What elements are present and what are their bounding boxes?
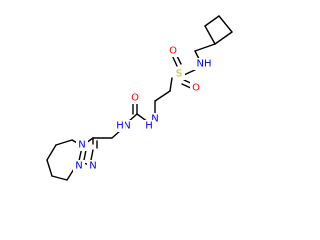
bond xyxy=(194,50,200,60)
nitrogen-bottom-right-label: N xyxy=(89,161,96,172)
bond xyxy=(46,159,53,177)
hydrogen-left-label: H xyxy=(116,121,124,132)
bond xyxy=(204,25,216,45)
structure-canvas: NH S O O N H O N H N N N xyxy=(46,15,233,181)
nitrogen-left-label: N xyxy=(123,121,130,132)
bond xyxy=(55,139,73,146)
nitrogen-ring-label: N xyxy=(78,140,85,151)
bonds xyxy=(46,15,233,181)
nh-sulfonamide-label: NH xyxy=(197,59,212,70)
nitrogen-right-label: N xyxy=(151,114,158,125)
bond xyxy=(46,144,57,161)
bond xyxy=(51,175,68,181)
oxygen-bottom-label: O xyxy=(192,83,200,94)
bond xyxy=(169,77,173,92)
nitrogen-bottom-left-label: N xyxy=(75,161,82,172)
bond xyxy=(218,15,233,33)
bond xyxy=(90,149,94,161)
oxygen-top-label: O xyxy=(169,46,177,57)
bond xyxy=(154,90,171,102)
sulfur-label: S xyxy=(176,69,182,80)
bond xyxy=(214,31,233,45)
hydrogen-right-label: H xyxy=(145,121,153,132)
molecule-diagram: NH S O O N H O N H N N N xyxy=(46,15,233,181)
atom-labels: NH S O O N H O N H N N N xyxy=(73,45,215,172)
oxygen-carbonyl-label: O xyxy=(131,93,139,104)
bond xyxy=(204,15,220,27)
bond xyxy=(83,149,87,161)
bond xyxy=(194,43,216,52)
